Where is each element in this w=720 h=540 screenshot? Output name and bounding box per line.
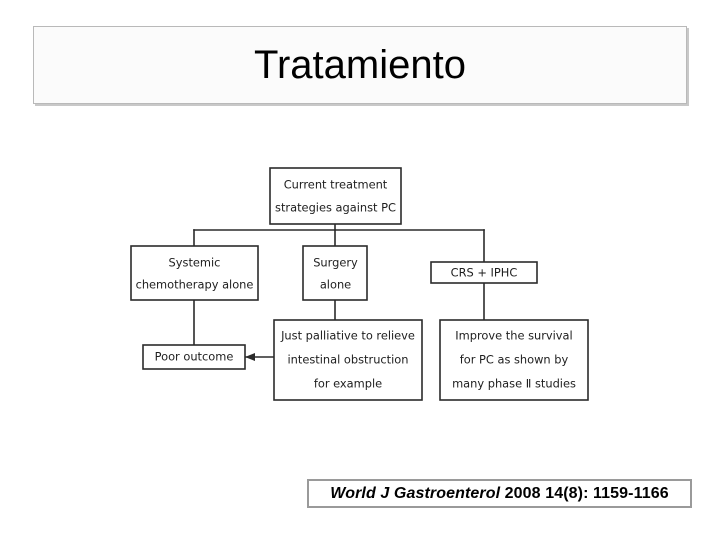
node-label-line: Current treatment	[284, 178, 388, 192]
arrowhead-icon	[245, 353, 255, 361]
node-label-line: for example	[314, 377, 382, 391]
citation-text: World J Gastroenterol 2008 14(8): 1159-1…	[330, 485, 668, 503]
node-label-line: Poor outcome	[155, 350, 234, 364]
node-label-line: many phase Ⅱ studies	[452, 377, 576, 391]
node-label-line: Just palliative to relieve	[280, 329, 415, 343]
node-surgery-alone[interactable]: Surgery alone	[302, 245, 368, 301]
node-crs-iphc[interactable]: CRS + IPHC	[430, 261, 538, 284]
node-poor-outcome[interactable]: Poor outcome	[142, 344, 246, 370]
node-label-line: chemotherapy alone	[136, 278, 254, 292]
citation-details: 2008 14(8): 1159-1166	[500, 484, 669, 502]
node-label-line: CRS + IPHC	[451, 266, 518, 280]
node-systemic-chemotherapy[interactable]: Systemic chemotherapy alone	[130, 245, 259, 301]
node-label-line: alone	[320, 278, 351, 292]
node-label-line: for PC as shown by	[460, 353, 569, 367]
page-title: Tratamiento	[254, 43, 466, 87]
node-label-line: Systemic	[169, 256, 221, 270]
node-current-treatment[interactable]: Current treatment strategies against PC	[269, 167, 402, 225]
treatment-strategy-flowchart[interactable]: Current treatment strategies against PC …	[110, 152, 610, 412]
node-palliative[interactable]: Just palliative to relieve intestinal ob…	[273, 319, 423, 401]
node-label-line: strategies against PC	[275, 201, 396, 215]
node-label-line: Improve the survival	[455, 329, 572, 343]
node-label-line: intestinal obstruction	[288, 353, 409, 367]
node-improve-survival[interactable]: Improve the survival for PC as shown by …	[439, 319, 589, 401]
node-label-line: Surgery	[313, 256, 358, 270]
citation-textbox[interactable]: World J Gastroenterol 2008 14(8): 1159-1…	[307, 479, 692, 508]
slide-title-placeholder[interactable]: Tratamiento	[33, 26, 687, 104]
citation-journal-name: World J Gastroenterol	[330, 484, 501, 502]
